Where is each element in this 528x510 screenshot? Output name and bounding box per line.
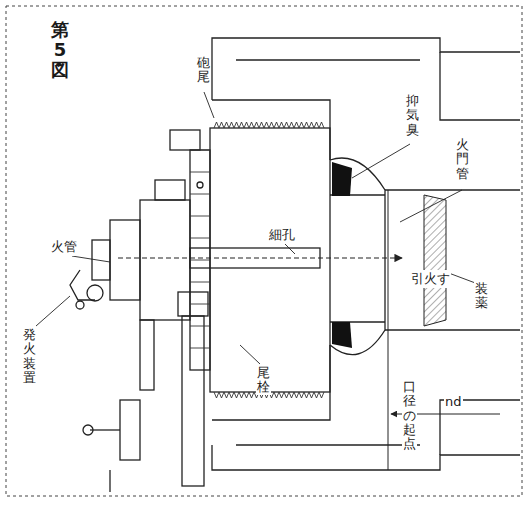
powder-charge	[424, 195, 446, 326]
part-name: 火管	[50, 238, 78, 256]
part-name: 細孔	[268, 226, 296, 244]
part-name: 発火装置	[22, 328, 37, 385]
screw-thread	[190, 122, 324, 398]
part-name: 火門管	[455, 138, 470, 181]
leader-line	[36, 92, 478, 364]
dimension-label: nd	[444, 394, 463, 409]
gun-body	[70, 38, 520, 492]
part-name: 砲尾	[196, 56, 211, 85]
part-name: 抑気臭	[405, 94, 420, 137]
flow-note: 引火す	[410, 270, 451, 288]
part-name: 装薬	[474, 282, 489, 311]
part-name: 尾栓	[256, 366, 271, 395]
obturator-pad	[332, 162, 352, 196]
obturator-pad	[332, 322, 352, 348]
flash-path-arrow	[118, 257, 402, 258]
dashed-frame	[6, 6, 522, 496]
datum-label: 口径の起点	[402, 380, 417, 451]
figure-title: 第5図	[50, 20, 70, 79]
calibre-origin-line	[388, 190, 389, 470]
